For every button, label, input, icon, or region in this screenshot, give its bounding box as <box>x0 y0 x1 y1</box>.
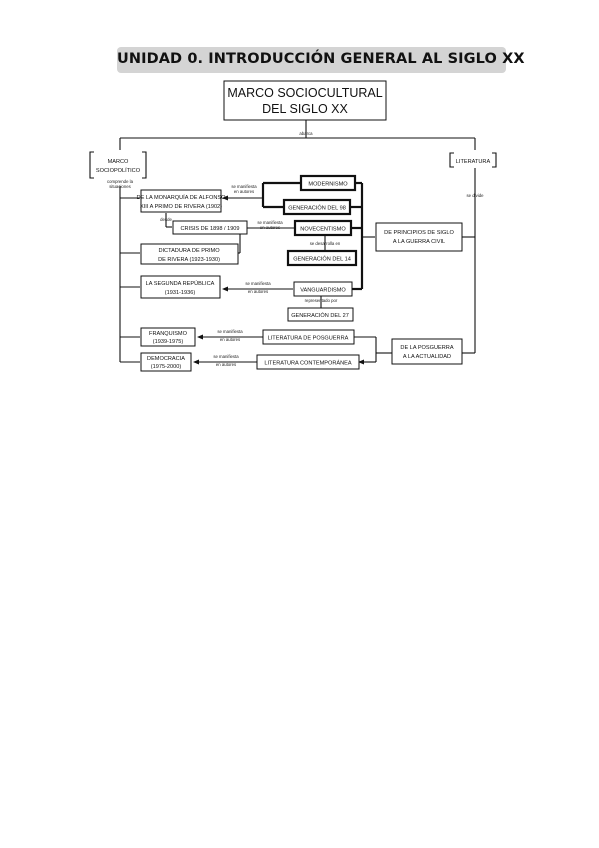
node-modernismo: MODERNISMO <box>299 174 357 192</box>
edge-label-alfonso-2: en autores <box>234 189 254 194</box>
node-alfonso: DE LA MONARQUÍA DE ALFONSO XIII A PRIMO … <box>137 189 227 213</box>
svg-text:GENERACIÓN DEL 27: GENERACIÓN DEL 27 <box>291 312 349 319</box>
node-dictadura: DICTADURA DE PRIMO DE RIVERA (1923-1930) <box>140 243 239 265</box>
svg-text:MARCO SOCIOCULTURAL: MARCO SOCIOCULTURAL <box>227 86 382 100</box>
svg-text:CRISIS DE 1898 / 1909: CRISIS DE 1898 / 1909 <box>180 226 239 232</box>
node-generacion-98: GENERACIÓN DEL 98 <box>282 198 352 216</box>
svg-text:DE PRINCIPIOS DE SIGLO: DE PRINCIPIOS DE SIGLO <box>384 230 454 236</box>
edge-label-democracia-2: en autores <box>216 362 236 367</box>
edge-label-democracia: se manifiesta <box>213 354 239 359</box>
node-posguerra: DE LA POSGUERRA A LA ACTUALIDAD <box>391 338 463 365</box>
svg-text:FRANQUISMO: FRANQUISMO <box>149 331 188 337</box>
svg-text:A LA ACTUALIDAD: A LA ACTUALIDAD <box>403 354 451 360</box>
edge-label-marco: comprende la <box>107 179 134 184</box>
node-novecentismo: NOVECENTISMO <box>293 219 353 237</box>
svg-text:SOCIOPOLÍTICO: SOCIOPOLÍTICO <box>96 167 141 174</box>
svg-text:DEMOCRACIA: DEMOCRACIA <box>147 356 185 362</box>
svg-text:LA SEGUNDA REPÚBLICA: LA SEGUNDA REPÚBLICA <box>146 280 215 287</box>
svg-text:MARCO: MARCO <box>108 159 129 165</box>
svg-text:DICTADURA DE PRIMO: DICTADURA DE PRIMO <box>158 248 220 254</box>
page-title: UNIDAD 0. INTRODUCCIÓN GENERAL AL SIGLO … <box>117 51 525 67</box>
node-principios: DE PRINCIPIOS DE SIGLO A LA GUERRA CIVIL <box>375 222 463 252</box>
edge-label-segunda: se manifiesta <box>245 281 271 286</box>
svg-text:GENERACIÓN DEL 98: GENERACIÓN DEL 98 <box>288 205 346 212</box>
svg-text:(1931-1936): (1931-1936) <box>165 290 196 296</box>
connector-lines <box>119 120 476 365</box>
svg-text:XIII A PRIMO DE RIVERA (1902): XIII A PRIMO DE RIVERA (1902) <box>140 204 222 210</box>
node-democracia: DEMOCRACIA (1975-2000) <box>140 352 192 372</box>
edge-label-segunda-2: en autores <box>248 289 268 294</box>
svg-text:(1975-2000): (1975-2000) <box>151 364 182 370</box>
edge-label-alfonso: se manifiesta <box>231 184 257 189</box>
node-marco-sociopolitico: MARCO SOCIOPOLÍTICO <box>89 151 147 179</box>
node-generacion-27: GENERACIÓN DEL 27 <box>287 307 354 322</box>
edge-label-gen14: se desarrolla en <box>310 241 341 246</box>
svg-text:NOVECENTISMO: NOVECENTISMO <box>300 227 346 233</box>
node-crisis: CRISIS DE 1898 / 1909 <box>172 220 248 235</box>
edge-label-vanguardismo: representado por <box>305 298 338 303</box>
svg-text:A LA GUERRA CIVIL: A LA GUERRA CIVIL <box>393 239 445 245</box>
edge-label-franquismo-2: en autores <box>220 337 240 342</box>
svg-text:LITERATURA CONTEMPORÁNEA: LITERATURA CONTEMPORÁNEA <box>264 360 352 367</box>
svg-text:GENERACIÓN DEL 14: GENERACIÓN DEL 14 <box>293 256 351 263</box>
edge-label-novecentismo: se manifiesta <box>257 220 283 225</box>
svg-text:DEL SIGLO XX: DEL SIGLO XX <box>262 102 348 116</box>
edge-label-marco-2: situaciones <box>109 184 131 189</box>
svg-text:VANGUARDISMO: VANGUARDISMO <box>300 288 346 294</box>
title-banner <box>117 47 506 73</box>
node-segunda-republica: LA SEGUNDA REPÚBLICA (1931-1936) <box>140 275 221 299</box>
svg-text:LITERATURA DE POSGUERRA: LITERATURA DE POSGUERRA <box>268 336 349 342</box>
edge-label-novecentismo-2: en autores <box>260 225 280 230</box>
node-vanguardismo: VANGUARDISMO <box>293 281 353 297</box>
node-literatura: LITERATURA <box>449 152 497 168</box>
node-franquismo: FRANQUISMO (1939-1975) <box>140 327 196 347</box>
node-lit-posguerra: LITERATURA DE POSGUERRA <box>262 329 355 345</box>
node-generacion-14: GENERACIÓN DEL 14 <box>286 249 358 267</box>
svg-text:LITERATURA: LITERATURA <box>456 159 491 165</box>
svg-text:DE RIVERA (1923-1930): DE RIVERA (1923-1930) <box>158 257 220 263</box>
svg-text:DE LA POSGUERRA: DE LA POSGUERRA <box>400 345 453 351</box>
svg-text:MODERNISMO: MODERNISMO <box>308 182 348 188</box>
edge-label-franquismo: se manifiesta <box>217 329 243 334</box>
edge-label-desde: desde <box>160 217 172 222</box>
node-lit-contemporanea: LITERATURA CONTEMPORÁNEA <box>256 354 360 370</box>
svg-text:(1939-1975): (1939-1975) <box>153 339 184 345</box>
edge-label-lit: se divide <box>467 193 485 198</box>
node-root: MARCO SOCIOCULTURAL DEL SIGLO XX <box>223 80 387 121</box>
svg-text:DE LA MONARQUÍA DE ALFONSO: DE LA MONARQUÍA DE ALFONSO <box>137 194 227 201</box>
edge-label-root: abarca <box>299 131 313 136</box>
